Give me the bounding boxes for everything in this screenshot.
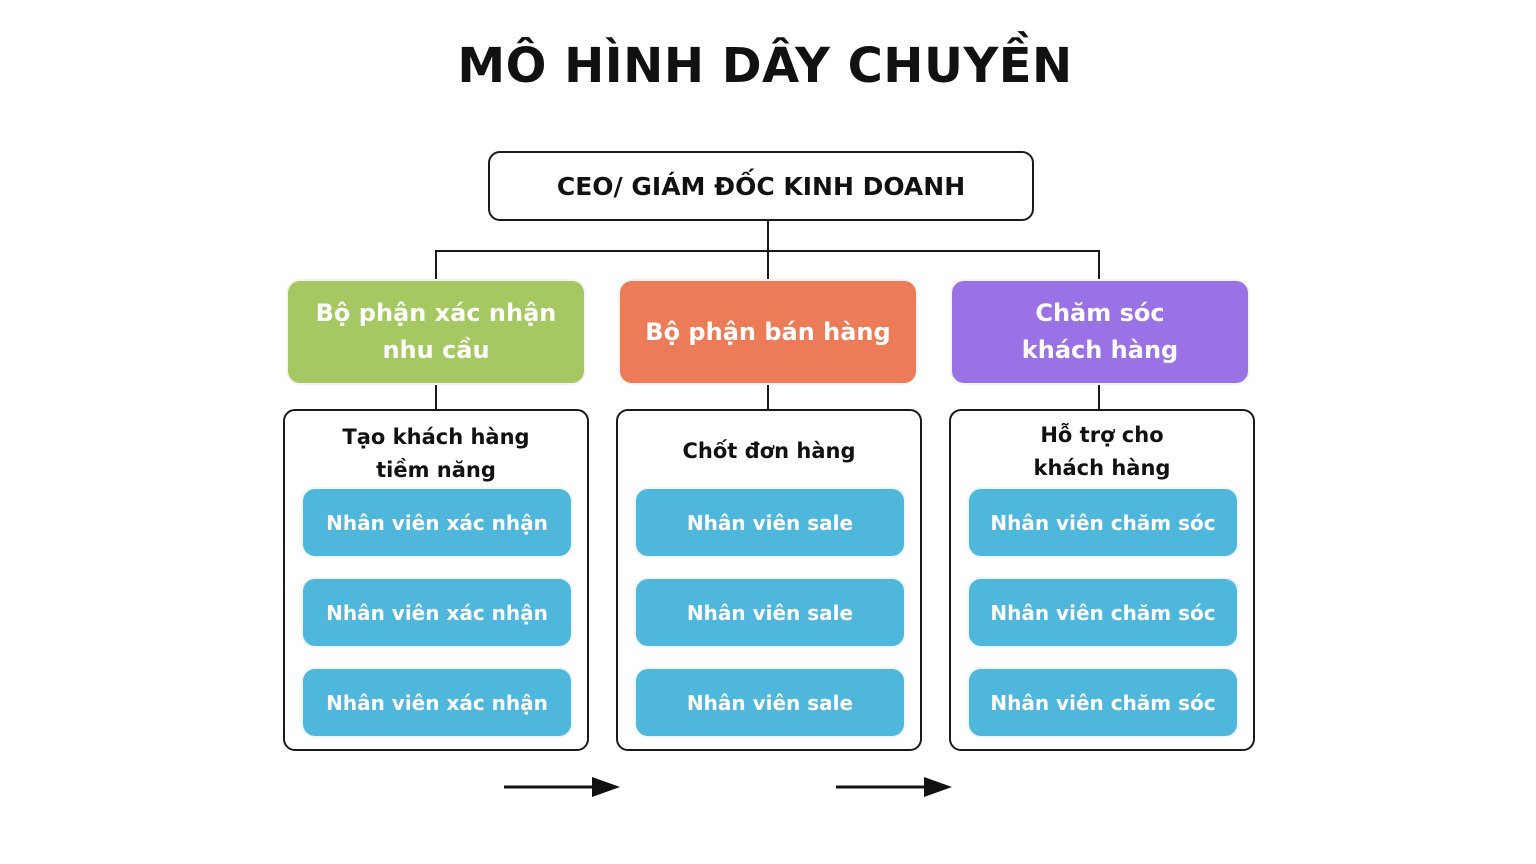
panel-customer-support: Hỗ trợ cho khách hàng Nhân viên chăm sóc… <box>949 409 1255 751</box>
staff-box: Nhân viên sale <box>636 579 904 646</box>
connector-center-panel <box>767 383 769 409</box>
dept-label-line2: nhu cầu <box>382 336 490 364</box>
dept-customer-care: Chăm sóc khách hàng <box>952 281 1248 383</box>
staff-box: Nhân viên chăm sóc <box>969 579 1237 646</box>
connector-ceo-down <box>767 221 769 251</box>
dept-label-line2: khách hàng <box>1021 336 1179 364</box>
staff-box: Nhân viên chăm sóc <box>969 669 1237 736</box>
panel-title: Hỗ trợ cho khách hàng <box>1033 423 1171 480</box>
panel-title: Chốt đơn hàng <box>682 439 856 463</box>
dept-sales: Bộ phận bán hàng <box>620 281 916 383</box>
ceo-box: CEO/ GIÁM ĐỐC KINH DOANH <box>488 151 1034 221</box>
connector-left-down <box>435 250 437 281</box>
staff-box: Nhân viên sale <box>636 669 904 736</box>
connector-right-down <box>1098 250 1100 281</box>
panel-lead-generation: Tạo khách hàng tiềm năng Nhân viên xác n… <box>283 409 589 751</box>
connector-left-panel <box>435 383 437 409</box>
dept-label-line1: Bộ phận xác nhận <box>315 299 557 327</box>
dept-needs-confirmation: Bộ phận xác nhận nhu cầu <box>288 281 584 383</box>
diagram-title: MÔ HÌNH DÂY CHUYỀN <box>457 38 1073 94</box>
staff-box: Nhân viên chăm sóc <box>969 489 1237 556</box>
staff-box: Nhân viên xác nhận <box>303 579 571 646</box>
staff-box: Nhân viên xác nhận <box>303 669 571 736</box>
arrow-right-icon <box>504 777 620 797</box>
connector-center-down <box>767 250 769 281</box>
ceo-label: CEO/ GIÁM ĐỐC KINH DOANH <box>556 171 966 201</box>
staff-box: Nhân viên xác nhận <box>303 489 571 556</box>
staff-box: Nhân viên sale <box>636 489 904 556</box>
connector-right-panel <box>1098 383 1100 409</box>
panel-title: Tạo khách hàng tiềm năng <box>342 425 530 482</box>
dept-label-line1: Chăm sóc <box>1035 299 1165 327</box>
arrow-right-icon <box>836 777 952 797</box>
panel-close-orders: Chốt đơn hàng Nhân viên sale Nhân viên s… <box>616 409 922 751</box>
dept-label-line1: Bộ phận bán hàng <box>645 317 891 346</box>
